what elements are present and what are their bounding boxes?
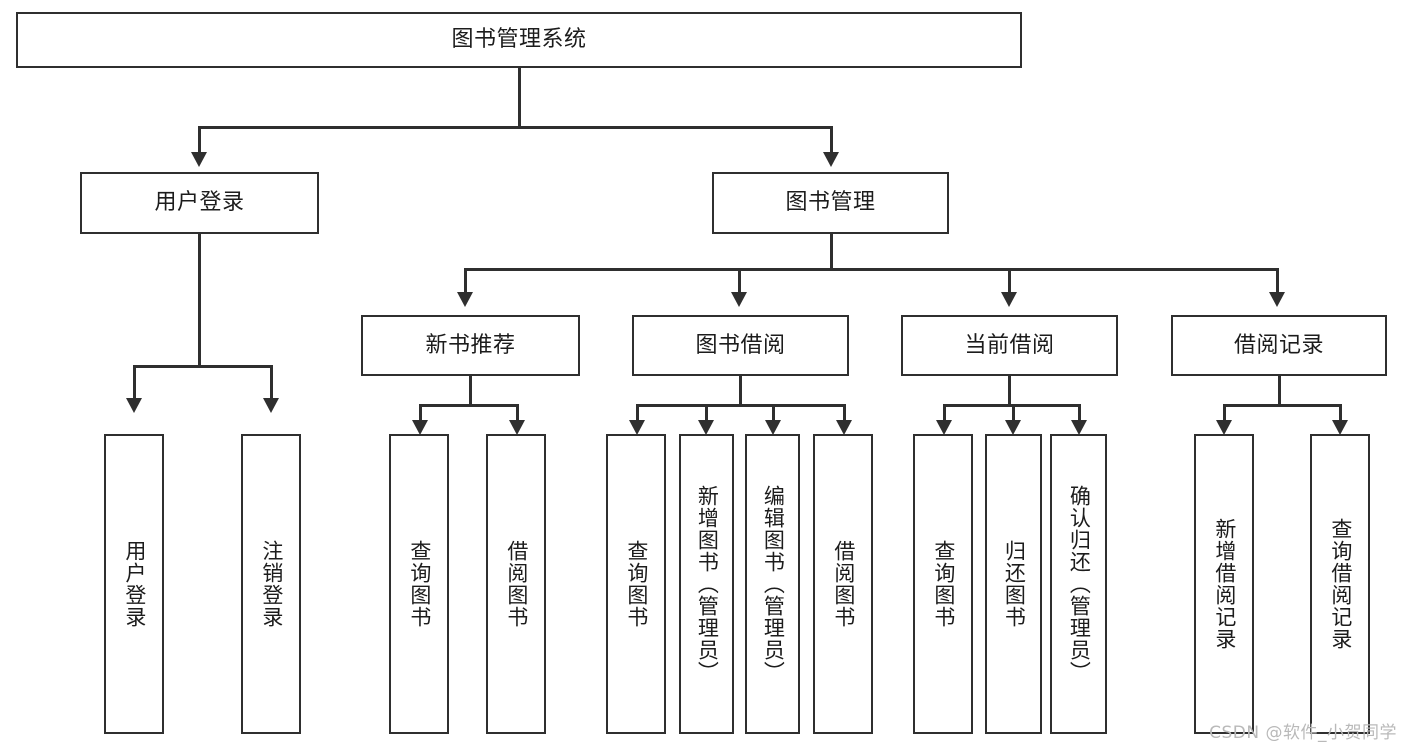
node-label: 查询借阅记录 [1328, 518, 1353, 650]
node-label: 用户登录 [154, 190, 245, 216]
node-label: 新增图书（管理员） [695, 485, 720, 683]
connector-drop-cb-3 [1078, 404, 1081, 422]
arrowhead-nbr-2 [509, 420, 525, 435]
arrowhead-cb-1 [936, 420, 952, 435]
node-label: 借阅图书 [504, 540, 529, 628]
node-book-management[interactable]: 图书管理 [712, 172, 949, 234]
connector-drop-cb-2 [1012, 404, 1015, 422]
arrowhead-book-mgmt [823, 152, 839, 167]
node-label: 新书推荐 [425, 332, 516, 358]
node-label: 图书管理系统 [451, 27, 587, 53]
leaf-br-add-record[interactable]: 新增借阅记录 [1194, 434, 1254, 734]
connector-drop-book-mgmt [830, 126, 833, 154]
connector-bus-nbr [419, 404, 519, 407]
leaf-cb-confirm-return-admin[interactable]: 确认归还（管理员） [1050, 434, 1107, 734]
node-book-borrow[interactable]: 图书借阅 [632, 315, 849, 376]
leaf-cb-return-book[interactable]: 归还图书 [985, 434, 1042, 734]
arrowhead-br-1 [1216, 420, 1232, 435]
arrowhead-cb-2 [1005, 420, 1021, 435]
node-label: 编辑图书（管理员） [761, 485, 786, 683]
node-current-borrow[interactable]: 当前借阅 [901, 315, 1118, 376]
connector-drop-bb-4 [843, 404, 846, 422]
arrowhead-cb-3 [1071, 420, 1087, 435]
node-label: 借阅图书 [831, 540, 856, 628]
connector-drop-bb-2 [705, 404, 708, 422]
arrowhead-bb-2 [698, 420, 714, 435]
connector-drop-bb-1 [636, 404, 639, 422]
node-borrow-record[interactable]: 借阅记录 [1171, 315, 1387, 376]
node-label: 当前借阅 [964, 332, 1055, 358]
connector-drop-l3-4 [1276, 268, 1279, 294]
node-label: 图书管理 [785, 190, 876, 216]
connector-stem-nbr [469, 376, 472, 406]
node-label: 图书借阅 [695, 332, 786, 358]
watermark-text: CSDN @软件_小贺同学 [1209, 723, 1397, 743]
connector-stem-bb [739, 376, 742, 406]
connector-root-stem [518, 68, 521, 128]
leaf-bb-query-book[interactable]: 查询图书 [606, 434, 666, 734]
leaf-cb-query-book[interactable]: 查询图书 [913, 434, 973, 734]
connector-drop-l3-1 [464, 268, 467, 294]
connector-drop-ul-1 [133, 365, 136, 400]
node-root-system[interactable]: 图书管理系统 [16, 12, 1022, 68]
leaf-user-login[interactable]: 用户登录 [104, 434, 164, 734]
arrowhead-ul-2 [263, 398, 279, 413]
arrowhead-ul-1 [126, 398, 142, 413]
node-label: 新增借阅记录 [1212, 518, 1237, 650]
arrowhead-nbr-1 [412, 420, 428, 435]
node-label: 用户登录 [122, 540, 147, 628]
node-label: 归还图书 [1002, 540, 1027, 628]
arrowhead-l3-3 [1001, 292, 1017, 307]
connector-drop-bb-3 [772, 404, 775, 422]
connector-root-bus [198, 126, 832, 129]
arrowhead-br-2 [1332, 420, 1348, 435]
leaf-bb-edit-book-admin[interactable]: 编辑图书（管理员） [745, 434, 800, 734]
connector-drop-cb-1 [943, 404, 946, 422]
node-label: 借阅记录 [1233, 332, 1324, 358]
node-label: 确认归还（管理员） [1067, 485, 1092, 683]
connector-drop-nbr-2 [516, 404, 519, 422]
arrowhead-bb-1 [629, 420, 645, 435]
connector-stem-cb [1008, 376, 1011, 406]
node-label: 查询图书 [407, 540, 432, 628]
connector-bus-cb [943, 404, 1080, 407]
connector-drop-br-1 [1223, 404, 1226, 422]
connector-bus-bb [636, 404, 845, 407]
connector-drop-ul-2 [270, 365, 273, 400]
leaf-bb-add-book-admin[interactable]: 新增图书（管理员） [679, 434, 734, 734]
connector-drop-l3-2 [738, 268, 741, 294]
node-user-login[interactable]: 用户登录 [80, 172, 319, 234]
leaf-bb-borrow-book[interactable]: 借阅图书 [813, 434, 873, 734]
arrowhead-bb-4 [836, 420, 852, 435]
node-new-book-recommend[interactable]: 新书推荐 [361, 315, 580, 376]
node-label: 查询图书 [624, 540, 649, 628]
arrowhead-l3-1 [457, 292, 473, 307]
connector-drop-user-login [198, 126, 201, 154]
arrowhead-l3-2 [731, 292, 747, 307]
leaf-logout[interactable]: 注销登录 [241, 434, 301, 734]
connector-bus-book-mgmt [464, 268, 1276, 271]
connector-stem-user-login [198, 234, 201, 367]
connector-stem-br [1278, 376, 1281, 406]
leaf-br-query-record[interactable]: 查询借阅记录 [1310, 434, 1370, 734]
connector-bus-br [1223, 404, 1341, 407]
leaf-nbr-query-book[interactable]: 查询图书 [389, 434, 449, 734]
node-label: 查询图书 [931, 540, 956, 628]
connector-drop-br-2 [1339, 404, 1342, 422]
node-label: 注销登录 [259, 540, 284, 628]
leaf-nbr-borrow-book[interactable]: 借阅图书 [486, 434, 546, 734]
arrowhead-bb-3 [765, 420, 781, 435]
connector-drop-l3-3 [1008, 268, 1011, 294]
connector-stem-book-mgmt [830, 234, 833, 270]
connector-bus-user-login [133, 365, 270, 368]
arrowhead-user-login [191, 152, 207, 167]
arrowhead-l3-4 [1269, 292, 1285, 307]
connector-drop-nbr-1 [419, 404, 422, 422]
